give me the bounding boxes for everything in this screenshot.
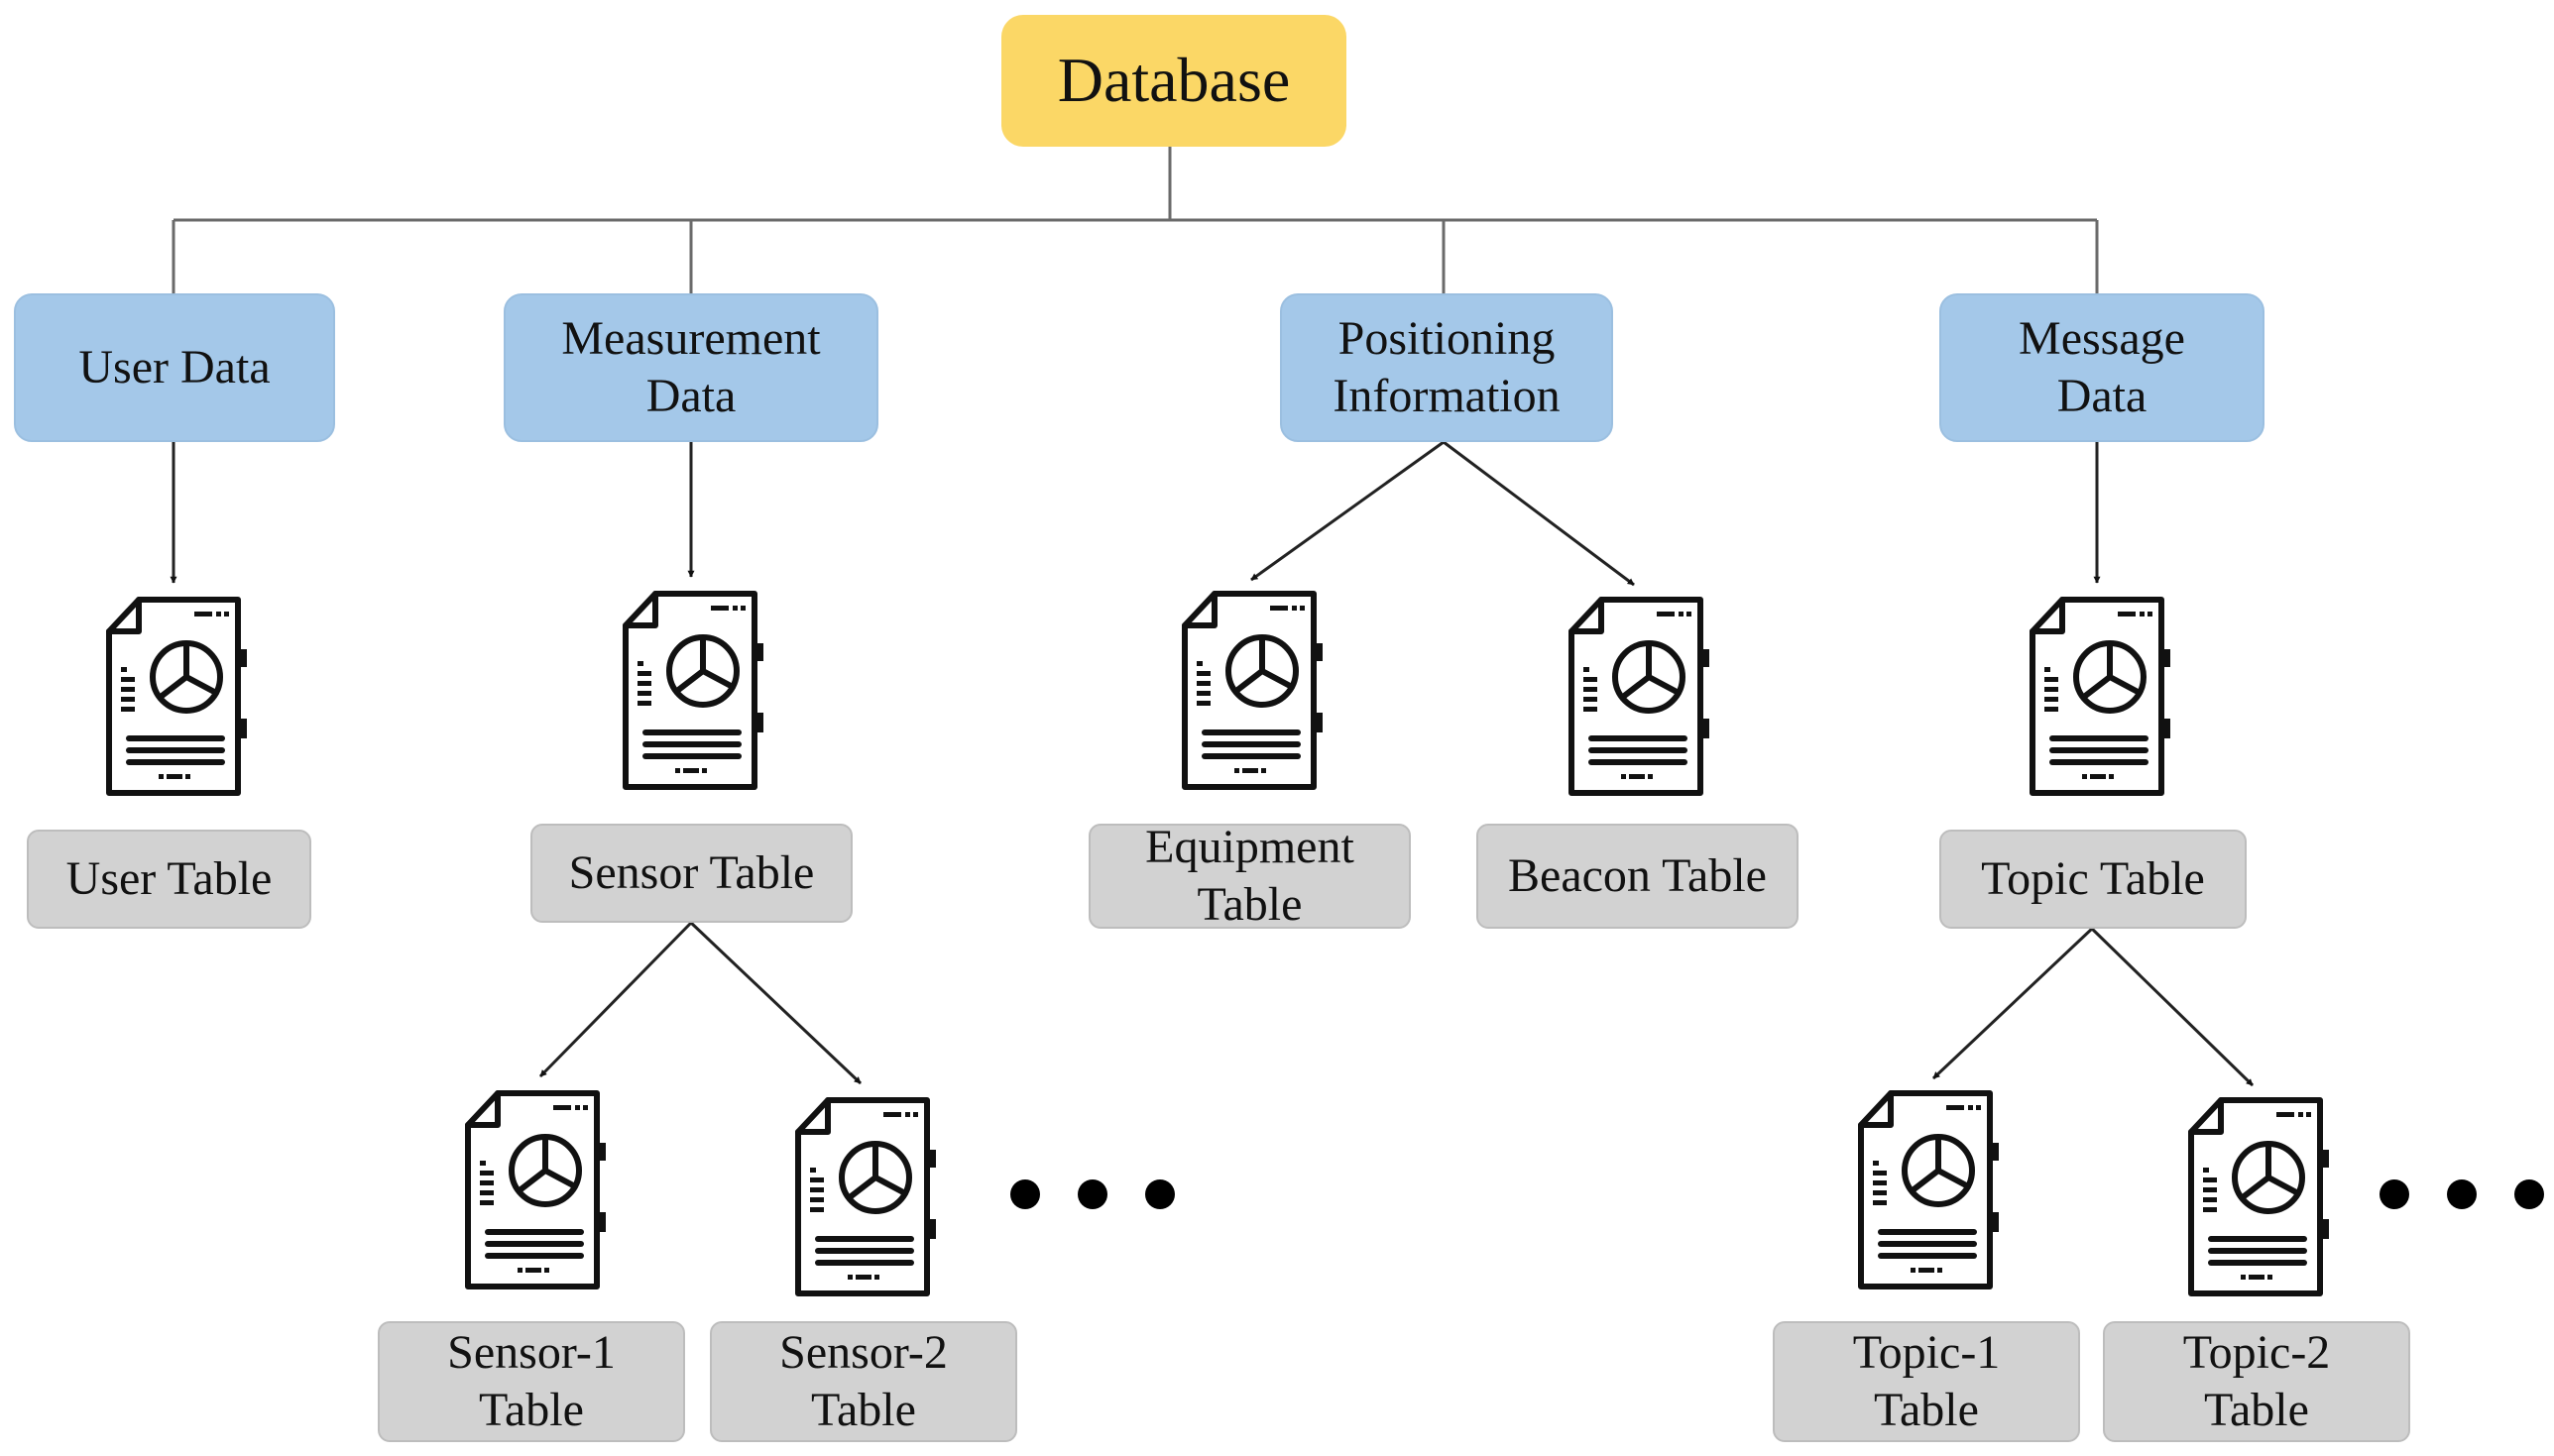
ellipsis-dot: [1145, 1179, 1175, 1209]
ellipsis-dot: [2514, 1179, 2544, 1209]
category-measurement-data: Measurement Data: [504, 293, 878, 442]
arrow-sensor1: [538, 921, 693, 1078]
arrow-topic2: [2090, 927, 2255, 1087]
table-sensor-1: Sensor-1 Table: [378, 1321, 685, 1442]
document-chart-icon: [795, 1097, 936, 1296]
arrow-sensor2: [689, 921, 863, 1085]
document-chart-icon: [465, 1090, 606, 1289]
arrow-topic1: [1931, 927, 2094, 1080]
document-chart-icon: [623, 591, 763, 790]
ellipsis-dot: [2380, 1179, 2409, 1209]
ellipsis-dot: [2447, 1179, 2477, 1209]
table-sensor: Sensor Table: [530, 824, 853, 923]
document-chart-icon: [106, 597, 247, 796]
document-chart-icon: [1858, 1090, 1999, 1289]
table-equipment: Equipment Table: [1089, 821, 1411, 931]
database-node: Database: [1001, 15, 1346, 147]
category-positioning-information: Positioning Information: [1280, 293, 1613, 442]
category-message-data: Message Data: [1939, 293, 2264, 442]
document-chart-icon: [1568, 597, 1709, 796]
table-beacon: Beacon Table: [1476, 824, 1799, 929]
table-topic-2: Topic-2 Table: [2103, 1321, 2410, 1442]
table-topic-1: Topic-1 Table: [1773, 1321, 2080, 1442]
document-chart-icon: [2188, 1097, 2329, 1296]
category-user-data: User Data: [14, 293, 335, 442]
arrow-equipment: [1250, 440, 1445, 582]
table-sensor-2: Sensor-2 Table: [710, 1321, 1017, 1442]
document-chart-icon: [1182, 591, 1323, 790]
ellipsis-dot: [1078, 1179, 1107, 1209]
arrow-beacon: [1443, 440, 1635, 587]
table-topic: Topic Table: [1939, 830, 2247, 929]
document-chart-icon: [2030, 597, 2170, 796]
ellipsis-dot: [1010, 1179, 1040, 1209]
table-user: User Table: [27, 830, 311, 929]
